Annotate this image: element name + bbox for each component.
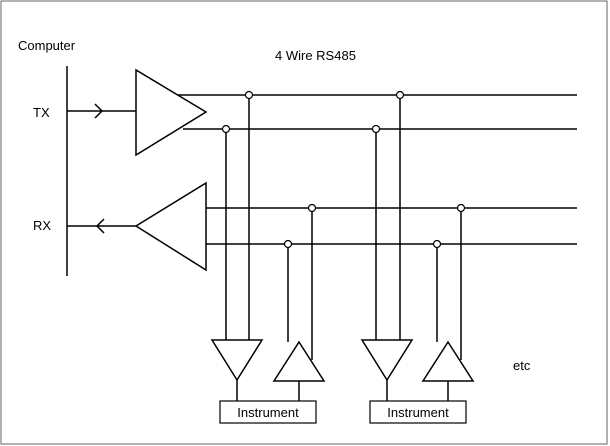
instrument-receiver-icon <box>360 339 414 382</box>
diagram-title: 4 Wire RS485 <box>275 48 356 63</box>
instrument-node: Instrument <box>210 90 326 424</box>
junction-dot <box>395 90 405 100</box>
rx-arrow-icon <box>95 218 105 234</box>
junction-dot <box>432 239 442 249</box>
computer-label: Computer <box>18 38 76 53</box>
junction-dot <box>244 90 254 100</box>
junction-dot <box>221 124 231 134</box>
tx-label: TX <box>33 105 50 120</box>
instrument-label: Instrument <box>237 405 299 420</box>
instrument-receiver-icon <box>210 339 264 382</box>
instrument-box <box>219 400 317 424</box>
tx-arrow-icon <box>94 103 104 119</box>
junction-dot <box>371 124 381 134</box>
etc-label: etc <box>513 358 531 373</box>
junction-dot <box>307 203 317 213</box>
instrument-box <box>369 400 467 424</box>
tx-driver-icon <box>135 68 208 157</box>
rx-label: RX <box>33 218 51 233</box>
instrument-node: Instrument <box>360 90 475 424</box>
junction-dot <box>456 203 466 213</box>
junction-dot <box>283 239 293 249</box>
rx-receiver-icon <box>134 181 207 272</box>
instrument-label: Instrument <box>387 405 449 420</box>
